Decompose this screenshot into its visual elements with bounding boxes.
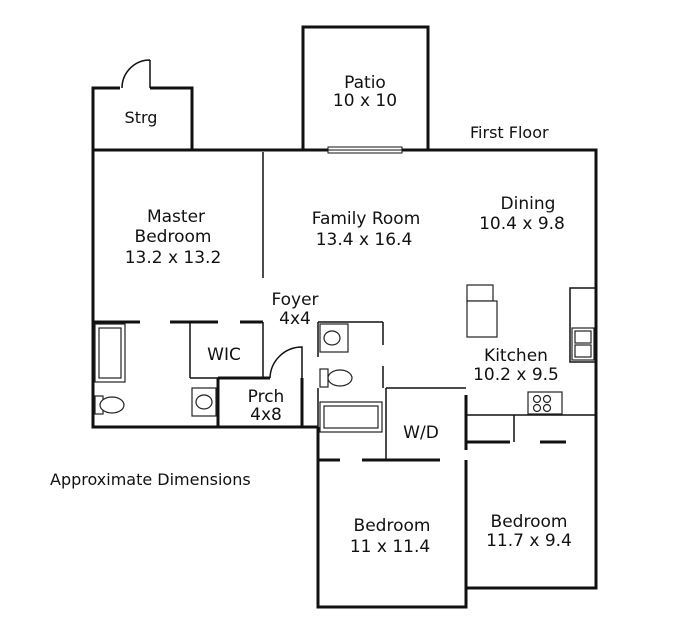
laundry-label: W/D — [403, 423, 439, 443]
refrigerator — [466, 284, 494, 302]
fixtures — [94, 284, 595, 433]
toilet — [319, 368, 329, 388]
porch-dims: 4x8 — [250, 405, 282, 425]
bedroom3-dims: 11.7 x 9.4 — [486, 531, 572, 551]
dining-label: Dining — [501, 194, 556, 214]
family-dims: 13.4 x 16.4 — [316, 230, 413, 250]
family-label: Family Room — [312, 209, 421, 229]
foyer-dims: 4x4 — [279, 309, 311, 329]
storage-door-swing — [121, 59, 151, 89]
patio-label: Patio — [344, 73, 386, 93]
master-dims: 13.2 x 13.2 — [125, 248, 222, 268]
storage-label: Strg — [125, 108, 158, 127]
porch-label: Prch — [248, 387, 285, 407]
kitchen-dims: 10.2 x 9.5 — [473, 365, 559, 385]
foyer-label: Foyer — [271, 290, 318, 310]
dining-dims: 10.4 x 9.8 — [479, 214, 565, 234]
exterior-walls — [91, 25, 598, 609]
interior-walls — [93, 152, 596, 462]
dimensions-note: Approximate Dimensions — [50, 470, 251, 489]
foyer-door-swing — [269, 346, 303, 379]
master-label: Master — [147, 207, 205, 227]
kitchen-label: Kitchen — [484, 346, 548, 366]
floor-label: First Floor — [470, 123, 549, 142]
sliding-door — [327, 146, 403, 154]
bedroom2-dims: 11 x 11.4 — [350, 537, 430, 557]
bedroom3-label: Bedroom — [491, 512, 568, 532]
labels: First Floor Approximate Dimensions Strg … — [50, 73, 572, 557]
patio-dims: 10 x 10 — [333, 91, 397, 111]
wic-label: WIC — [207, 345, 241, 365]
master-label-2: Bedroom — [135, 227, 212, 247]
bedroom2-label: Bedroom — [354, 516, 431, 536]
